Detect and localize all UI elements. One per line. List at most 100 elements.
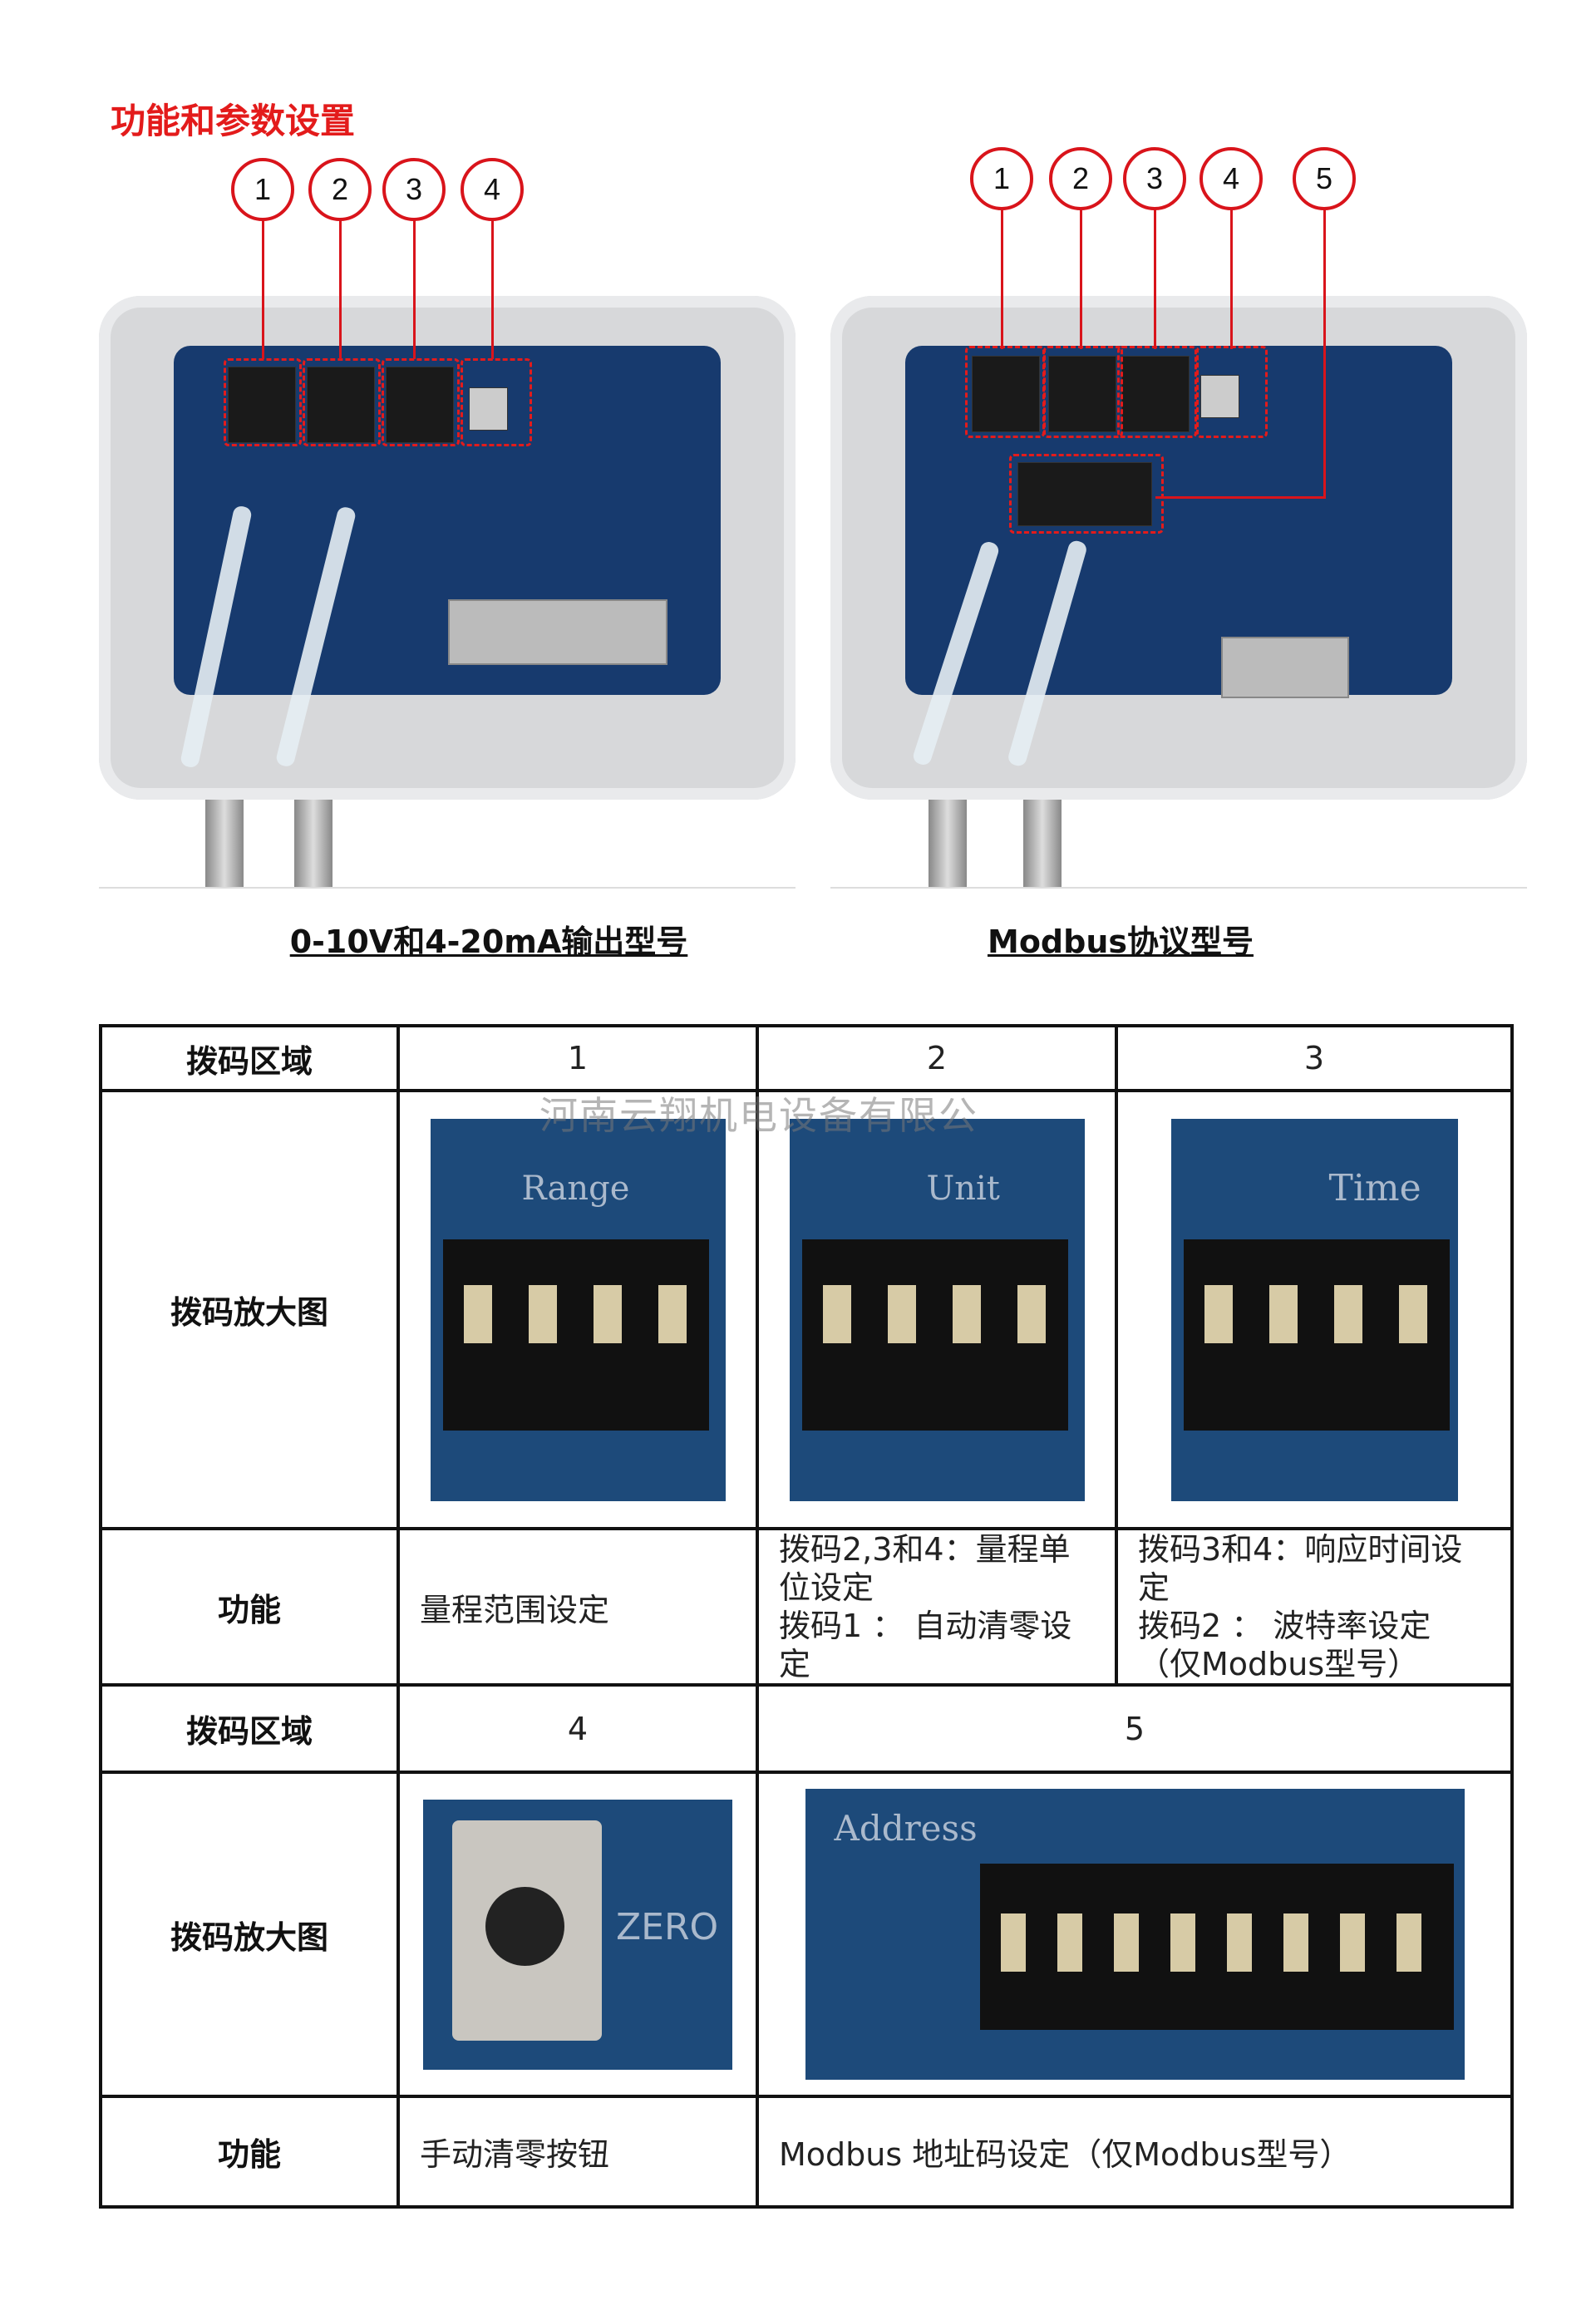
zoom-image-cell: Time	[1115, 1089, 1514, 1530]
table-row: 拨码放大图 ZERO Address	[99, 1771, 1514, 2098]
table-row: 功能 量程范围设定 拨码2,3和4：量程单位设定 拨码1 ： 自动清零设定 拨码…	[99, 1527, 1514, 1687]
switch-lever	[1170, 1913, 1195, 1972]
highlight-box	[1043, 346, 1123, 438]
highlight-box	[1196, 346, 1268, 438]
pressure-port	[1023, 800, 1062, 887]
pressure-port	[929, 800, 967, 887]
closeup-label: Unit	[926, 1169, 1000, 1208]
dip-switch-table: 拨码区域 1 2 3 拨码放大图 Range Unit Time 功能 量程范围…	[99, 1024, 1514, 2209]
time-dip-closeup: Time	[1170, 1118, 1458, 1501]
photo-analog-model	[99, 296, 796, 887]
zero-button	[1200, 375, 1239, 418]
switch-lever	[1339, 1913, 1365, 1972]
switch-lever	[463, 1284, 492, 1343]
marker-2: 2	[1049, 147, 1112, 210]
dip-switch-body	[979, 1864, 1454, 2030]
cell: Modbus 地址码设定（仅Modbus型号）	[756, 2095, 1514, 2209]
zero-button	[469, 387, 508, 431]
switch-lever	[1396, 1913, 1421, 1972]
dip-switch-body	[801, 1239, 1068, 1431]
highlight-box	[461, 358, 532, 446]
dip-switch-1	[228, 367, 296, 443]
row-header: 拨码区域	[99, 1683, 400, 1774]
marker-1: 1	[231, 158, 294, 221]
switch-lever	[887, 1284, 916, 1343]
caption-analog-model: 0-10V和4-20mA输出型号	[289, 923, 688, 960]
closeup-label: ZERO	[616, 1905, 719, 1948]
highlight-box	[1117, 346, 1197, 438]
dip-switch-2	[307, 367, 375, 443]
marker-5: 5	[1293, 147, 1356, 210]
switch-lever	[952, 1284, 981, 1343]
marker-2: 2	[308, 158, 372, 221]
table-row: 功能 手动清零按钮 Modbus 地址码设定（仅Modbus型号）	[99, 2095, 1514, 2209]
dip-switch-body	[442, 1239, 709, 1431]
address-dip-switch	[1017, 462, 1152, 526]
leader-line	[1323, 208, 1326, 499]
dip-switch-3	[1121, 356, 1190, 432]
marker-4: 4	[461, 158, 524, 221]
switch-lever	[1017, 1284, 1046, 1343]
leader-line	[1230, 208, 1233, 349]
row-header: 功能	[99, 1527, 400, 1687]
switch-lever	[1398, 1284, 1427, 1343]
cell: 1	[397, 1024, 759, 1092]
cell: 拨码2,3和4：量程单位设定 拨码1 ： 自动清零设定	[756, 1527, 1118, 1687]
leader-line	[1155, 496, 1326, 499]
zoom-image-cell: Range	[397, 1089, 759, 1530]
switch-lever	[1283, 1913, 1308, 1972]
highlight-box	[1009, 454, 1164, 534]
zero-button-closeup: ZERO	[423, 1799, 732, 2070]
highlight-box	[382, 358, 460, 446]
terminal-block	[448, 599, 667, 665]
section-title: 功能和参数设置	[111, 101, 356, 141]
leader-line	[491, 218, 494, 359]
dip-switch-body	[1183, 1239, 1450, 1431]
dip-switch-1	[972, 356, 1040, 432]
cell: 4	[397, 1683, 759, 1774]
pressure-port	[205, 800, 244, 887]
highlight-box	[965, 346, 1045, 438]
marker-3: 3	[382, 158, 446, 221]
cell: 3	[1115, 1024, 1514, 1092]
dip-switch-2	[1048, 356, 1116, 432]
marker-4: 4	[1199, 147, 1263, 210]
switch-lever	[1333, 1284, 1362, 1343]
switch-lever	[1204, 1284, 1233, 1343]
leader-line	[339, 218, 342, 359]
closeup-label: Range	[521, 1169, 630, 1208]
switch-lever	[1113, 1913, 1139, 1972]
cell: 拨码3和4：响应时间设定 拨码2 ： 波特率设定（仅Modbus型号）	[1115, 1527, 1514, 1687]
cell: 量程范围设定	[397, 1527, 759, 1687]
switch-lever	[658, 1284, 687, 1343]
switch-lever	[1000, 1913, 1026, 1972]
watermark: 河南云翔机电设备有限公	[539, 1093, 978, 1138]
pressure-port	[294, 800, 332, 887]
leader-line	[1080, 208, 1082, 349]
cell: 2	[756, 1024, 1118, 1092]
table-row: 拨码区域 1 2 3	[99, 1024, 1514, 1092]
switch-lever	[528, 1284, 557, 1343]
closeup-label: Address	[834, 1808, 978, 1849]
leader-line	[1154, 208, 1156, 349]
cell: 5	[756, 1683, 1514, 1774]
cell: 手动清零按钮	[397, 2095, 759, 2209]
closeup-label: Time	[1328, 1166, 1421, 1209]
zoom-image-cell: ZERO	[397, 1771, 759, 2098]
row-header: 功能	[99, 2095, 400, 2209]
switch-lever	[1057, 1913, 1082, 1972]
unit-dip-closeup: Unit	[789, 1118, 1085, 1501]
dip-switch-3	[386, 367, 454, 443]
row-header: 拨码放大图	[99, 1089, 400, 1530]
zoom-image-cell: Unit	[756, 1089, 1118, 1530]
highlight-box	[303, 358, 381, 446]
leader-line	[262, 218, 264, 359]
leader-line	[1001, 208, 1003, 349]
marker-3: 3	[1123, 147, 1186, 210]
highlight-box	[224, 358, 302, 446]
row-header: 拨码区域	[99, 1024, 400, 1092]
leader-line	[413, 218, 416, 359]
photo-modbus-model	[830, 296, 1527, 887]
terminal-block	[1221, 637, 1349, 698]
